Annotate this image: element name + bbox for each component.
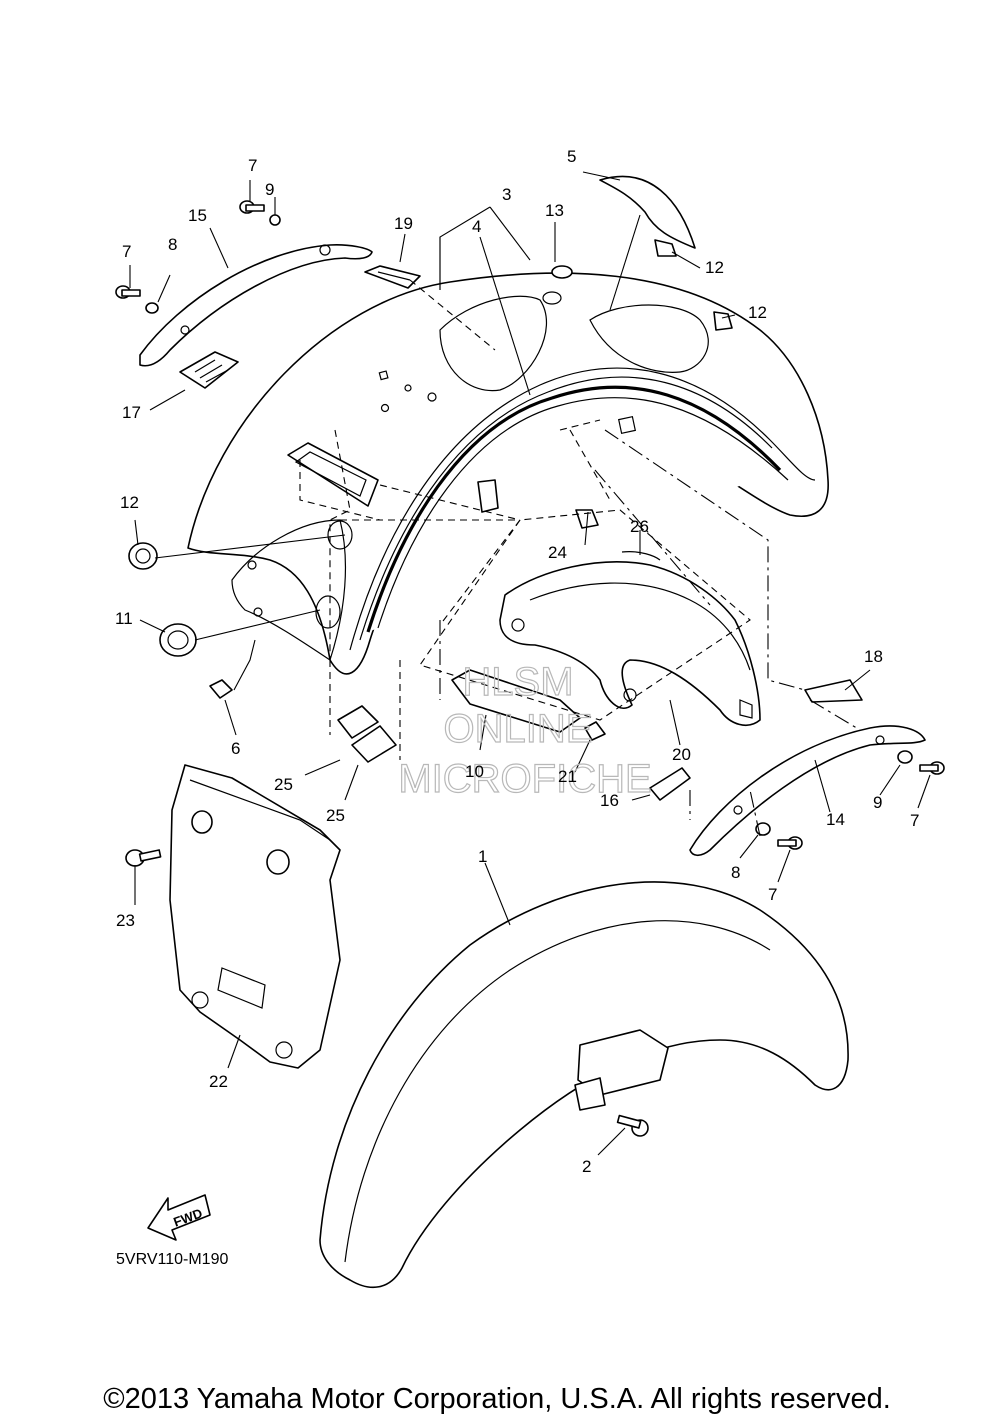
callout-25b: 25 (326, 806, 345, 825)
rear-fender (187, 272, 829, 675)
callout-7b: 7 (122, 242, 131, 261)
watermark-line-2: ONLINE (444, 707, 593, 751)
part-10-plate (451, 669, 581, 733)
callout-8a: 8 (168, 235, 177, 254)
callout-12c: 12 (748, 303, 767, 322)
callout-3: 3 (502, 185, 511, 204)
callout-25a: 25 (274, 775, 293, 794)
callout-9b: 9 (873, 793, 882, 812)
callout-7a: 7 (248, 156, 257, 175)
callout-19: 19 (394, 214, 413, 233)
watermark-line-1: HLSM (462, 660, 573, 704)
part-16-pad (649, 767, 691, 801)
part-15-rail (139, 244, 373, 367)
callout-7d: 7 (768, 885, 777, 904)
callout-18: 18 (864, 647, 883, 666)
part-25-strips (337, 705, 397, 763)
callout-10: 10 (465, 762, 484, 781)
leader-lines (129, 171, 931, 1156)
reference-lines (299, 279, 861, 837)
callout-6: 6 (231, 739, 240, 758)
callout-4: 4 (472, 217, 481, 236)
callout-12a: 12 (120, 493, 139, 512)
part-22-cover (169, 764, 341, 1069)
part-17-pad (179, 351, 239, 389)
top-hardware (115, 200, 733, 331)
callout-17: 17 (122, 403, 141, 422)
callout-24: 24 (548, 543, 567, 562)
callout-21: 21 (558, 767, 577, 786)
diagram-code: 5VRV110-M190 (116, 1251, 228, 1268)
grommets-left (128, 542, 233, 699)
callout-2: 2 (582, 1157, 591, 1176)
copyright-text: ©2013 Yamaha Motor Corporation, U.S.A. A… (103, 1383, 891, 1415)
callout-16: 16 (600, 791, 619, 810)
part-1-front-fender (319, 881, 849, 1288)
watermark: HLSM ONLINE MICROFICHE (398, 659, 653, 801)
fwd-arrow-icon: FWD (147, 1194, 211, 1241)
part-19-pad (364, 265, 421, 289)
part-14-rail (689, 725, 926, 857)
callout-8b: 8 (731, 863, 740, 882)
callout-12b: 12 (705, 258, 724, 277)
callout-1: 1 (478, 847, 487, 866)
callout-15: 15 (188, 206, 207, 225)
callout-7c: 7 (910, 811, 919, 830)
right-hardware (755, 750, 945, 850)
callouts: 1 2 3 4 5 6 7 7 7 7 8 8 9 9 10 11 12 12 … (115, 147, 919, 1176)
part-23-bolt (125, 849, 162, 867)
callout-22: 22 (209, 1072, 228, 1091)
part-5-emblem (599, 175, 696, 249)
part-2-bolt (616, 1114, 649, 1137)
callout-20: 20 (672, 745, 691, 764)
callout-13: 13 (545, 201, 564, 220)
watermark-line-3: MICROFICHE (398, 757, 651, 801)
callout-26: 26 (630, 517, 649, 536)
part-18-pad (804, 679, 863, 703)
part-20-inner-fender (499, 561, 761, 726)
callout-14: 14 (826, 810, 845, 829)
callout-5: 5 (567, 147, 576, 166)
callout-11: 11 (115, 609, 133, 628)
callout-9a: 9 (265, 180, 274, 199)
callout-23: 23 (116, 911, 135, 930)
